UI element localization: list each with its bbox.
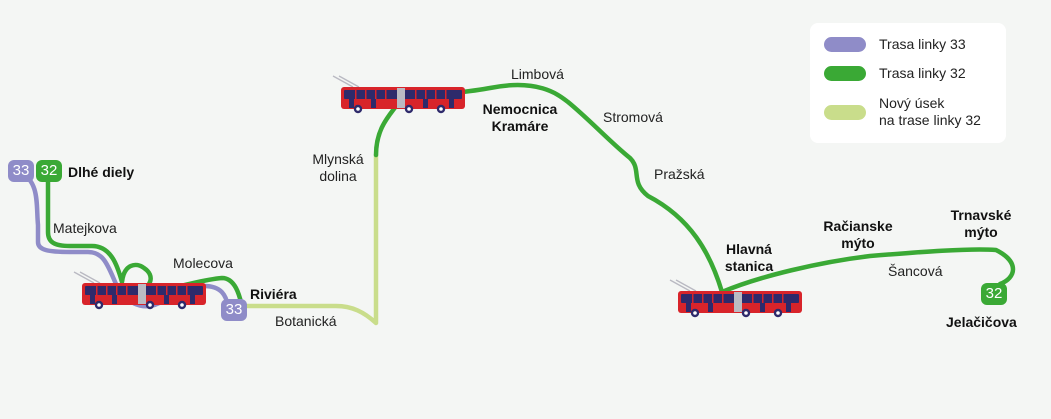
street-limbova: Limbová xyxy=(511,66,564,82)
line-32-badge: 32 xyxy=(36,160,62,182)
legend-item-line32: Trasa linky 32 xyxy=(824,65,966,82)
street-matejkova: Matejkova xyxy=(53,220,117,236)
line-32-new-section xyxy=(239,152,379,326)
stop-riviera: Riviéra xyxy=(250,286,297,302)
street-prazska: Pražská xyxy=(654,166,705,182)
line-32-badge: 32 xyxy=(981,283,1007,305)
legend-swatch-line32 xyxy=(824,66,866,81)
line-33-badge: 33 xyxy=(8,160,34,182)
legend-item-line33: Trasa linky 33 xyxy=(824,36,966,53)
line-32-route xyxy=(45,169,245,309)
street-molecova: Molecova xyxy=(173,255,233,271)
street-botanicka: Botanická xyxy=(275,313,337,329)
stop-dlhe-diely: Dlhé diely xyxy=(68,164,135,180)
stop-jelacicova: Jelačičova xyxy=(946,314,1017,330)
legend-swatch-line33 xyxy=(824,37,866,52)
street-stromova: Stromová xyxy=(603,109,663,125)
street-sancova: Šancová xyxy=(888,263,943,279)
trolleybus-icon xyxy=(73,271,207,310)
trolleybus-icon xyxy=(332,75,466,114)
legend-swatch-new32 xyxy=(824,104,866,120)
line-33-badge: 33 xyxy=(221,299,247,321)
